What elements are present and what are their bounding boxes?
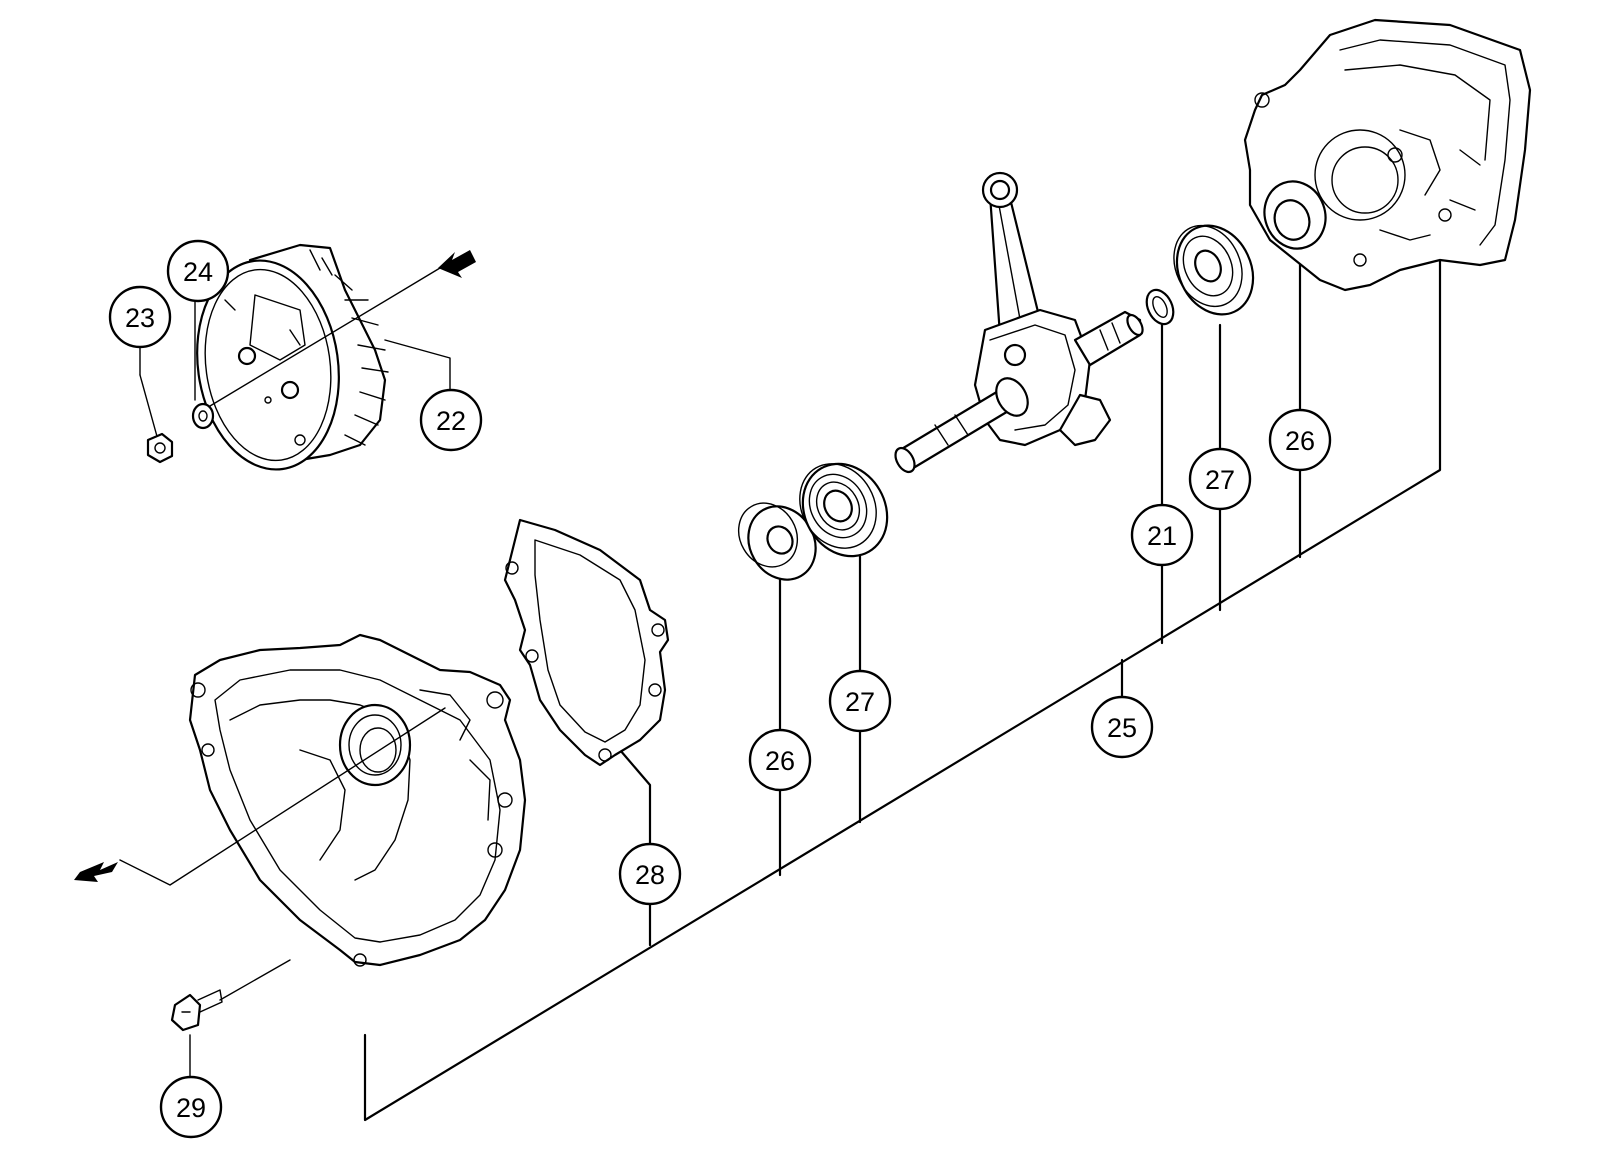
- direction-arrow-icon: [438, 250, 476, 278]
- crankcase-right-half: [1243, 18, 1532, 292]
- leader-lines: [139, 223, 1442, 1122]
- callout-27-left-label: 27: [845, 687, 875, 717]
- crankcase-left-half: [74, 633, 527, 967]
- callout-24-label: 24: [183, 257, 213, 287]
- crankshaft: [894, 171, 1144, 474]
- nut: [146, 432, 174, 464]
- callout-26-right-label: 26: [1285, 426, 1315, 456]
- screw: [170, 959, 291, 1032]
- callout-22-label: 22: [436, 406, 466, 436]
- callout-27-left: 27: [828, 669, 892, 733]
- callout-28-label: 28: [635, 860, 665, 890]
- callout-27-right: 27: [1188, 447, 1252, 511]
- callout-29-label: 29: [176, 1093, 206, 1123]
- ball-bearing-left: [799, 462, 889, 558]
- washer: [191, 402, 215, 430]
- callout-23-label: 23: [125, 303, 155, 333]
- callout-25-label: 25: [1107, 713, 1137, 743]
- callout-27-right-label: 27: [1205, 465, 1235, 495]
- callout-26-left-label: 26: [765, 746, 795, 776]
- callout-22: 22: [419, 388, 483, 452]
- callout-26-left: 26: [748, 728, 812, 792]
- callout-21: 21: [1130, 503, 1194, 567]
- callout-26-right: 26: [1268, 408, 1332, 472]
- gasket: [503, 518, 670, 767]
- callout-28: 28: [618, 842, 682, 906]
- shim-washer: [1145, 288, 1175, 326]
- callout-29: 29: [159, 1075, 223, 1139]
- callout-24: 24: [166, 239, 230, 303]
- callout-25: 25: [1090, 695, 1154, 759]
- callout-21-label: 21: [1147, 521, 1177, 551]
- callout-23: 23: [108, 285, 172, 349]
- direction-arrow-icon: [74, 862, 118, 882]
- flywheel: [196, 243, 476, 471]
- ball-bearing-right: [1173, 224, 1255, 316]
- callouts: 23 24 22 21 27 26 25 27: [108, 239, 1332, 1139]
